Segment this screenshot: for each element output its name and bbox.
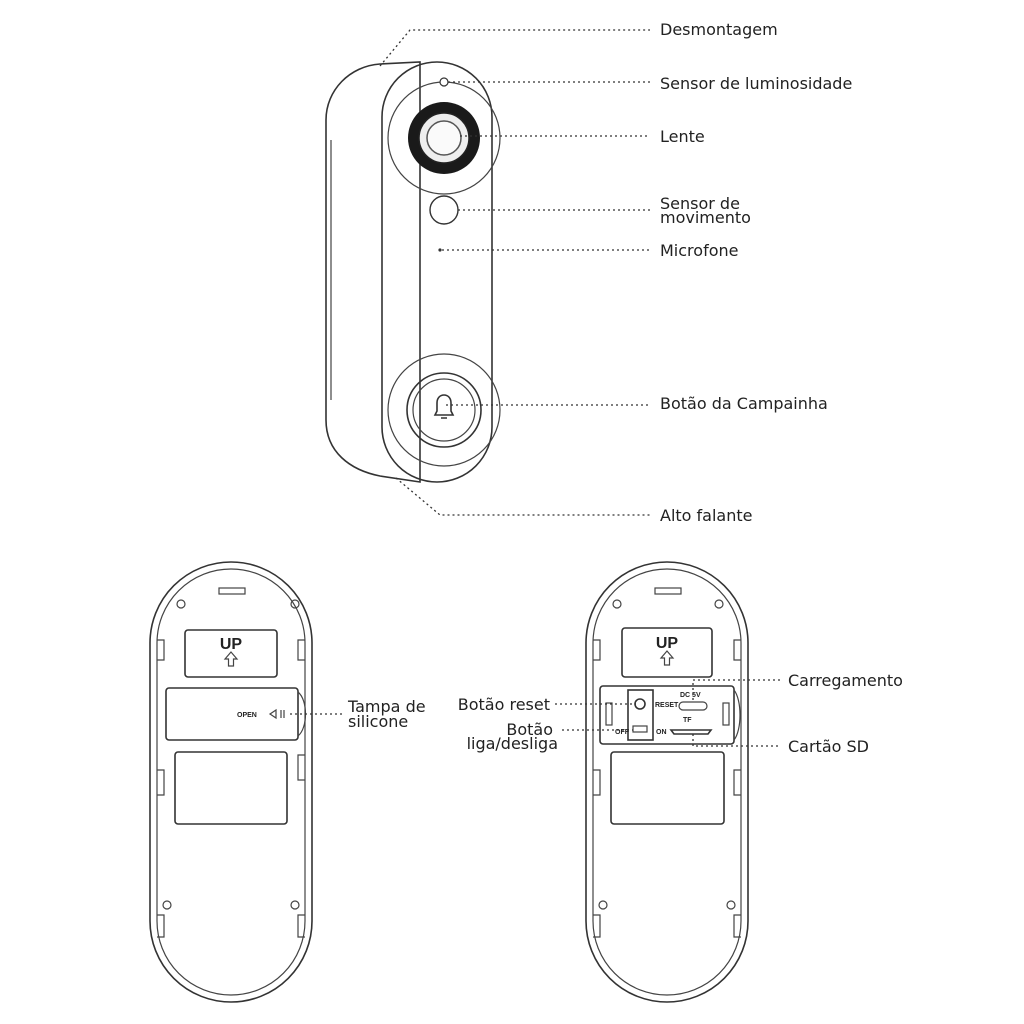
motion-sensor-icon	[429, 195, 459, 225]
back-view-left: UP OPEN Tampa de silicone	[149, 561, 426, 1003]
dc-label: DC 5V	[680, 692, 701, 699]
label-power-line2: liga/desliga	[467, 734, 558, 753]
light-sensor-icon	[439, 77, 449, 87]
up-arrow-icon	[223, 651, 239, 667]
label-motion-sensor-line1: Sensor de	[660, 194, 740, 213]
label-silicone-cover-line1: Tampa de	[347, 697, 426, 716]
on-label: ON	[656, 729, 667, 736]
label-motion-sensor-line2: movimento	[660, 208, 751, 227]
port-panel	[599, 685, 735, 745]
reset-small-label: RESET	[655, 702, 679, 709]
label-reset-button: Botão reset	[458, 695, 550, 714]
microphone-icon	[438, 248, 442, 252]
open-label: OPEN	[237, 712, 257, 719]
power-switch-icon	[632, 725, 648, 733]
lens-icon	[426, 120, 462, 156]
device-front-face	[381, 61, 493, 483]
up-label-left: UP	[220, 636, 243, 653]
back-view-right: UP RESET DC 5V TF OFF ON Botão reset Bot…	[458, 561, 903, 1003]
device-shell	[325, 61, 421, 483]
reset-button-icon	[634, 698, 646, 710]
up-arrow-icon	[659, 650, 675, 666]
label-disassembly: Desmontagem	[660, 20, 778, 39]
label-lens: Lente	[660, 127, 705, 146]
silicone-cover	[165, 687, 299, 741]
label-charging: Carregamento	[788, 671, 903, 690]
up-label-right: UP	[656, 635, 679, 652]
sd-slot-icon	[669, 729, 713, 735]
usb-port-icon	[678, 701, 708, 711]
label-doorbell-button: Botão da Campainha	[660, 394, 828, 413]
off-label: OFF	[615, 729, 630, 736]
label-power-line1: Botão	[506, 720, 553, 739]
button-housing	[387, 353, 501, 467]
label-light-sensor: Sensor de luminosidade	[660, 74, 852, 93]
front-view: Desmontagem Sensor de luminosidade Lente…	[325, 20, 852, 525]
open-arrow-icon	[268, 708, 285, 720]
bell-icon	[433, 394, 455, 419]
label-silicone-cover-line2: silicone	[348, 712, 408, 731]
tf-label: TF	[683, 717, 692, 724]
label-speaker: Alto falante	[660, 506, 752, 525]
label-sd-card: Cartão SD	[788, 737, 869, 756]
label-microphone: Microfone	[660, 241, 738, 260]
